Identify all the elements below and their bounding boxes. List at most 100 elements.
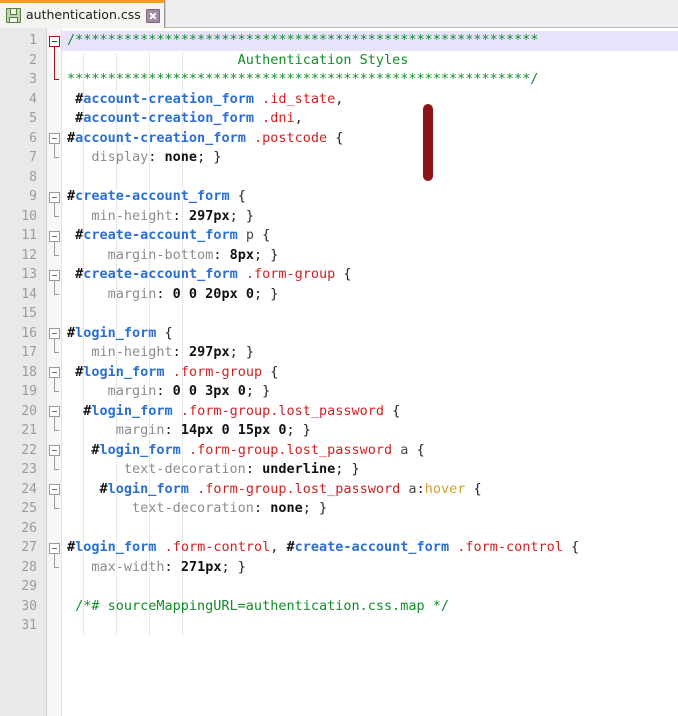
code-line[interactable]: text-decoration: none; } [62, 499, 678, 519]
fold-cell[interactable] [47, 206, 61, 227]
code-line[interactable]: #login_form .form-group { [62, 363, 678, 383]
close-icon[interactable] [145, 8, 160, 23]
code-line[interactable] [62, 616, 678, 636]
fold-cell[interactable] [47, 382, 61, 402]
code-token-punct: ; } [253, 246, 279, 263]
code-folding-column[interactable] [47, 28, 62, 716]
fold-cell[interactable] [47, 324, 61, 343]
fold-collapse-icon[interactable] [49, 406, 60, 417]
fold-cell[interactable] [47, 148, 61, 168]
fold-collapse-icon[interactable] [49, 133, 60, 144]
fold-collapse-icon[interactable] [49, 191, 60, 203]
line-number: 10 [21, 208, 37, 224]
fold-cell[interactable] [47, 187, 61, 207]
code-line[interactable]: #account-creation_form .id_state, [62, 90, 678, 110]
code-token-id: login_form [75, 324, 157, 341]
code-token-pseudo: hover [424, 480, 466, 497]
code-line[interactable]: Authentication Styles [62, 51, 678, 71]
code-token-punct [67, 227, 75, 243]
code-token-comment: Authentication Styles [67, 51, 409, 68]
fold-guide-line [54, 338, 55, 343]
code-token-punct: ; } [245, 383, 271, 399]
code-token-elem: a [400, 441, 409, 458]
code-token-punct [173, 403, 181, 419]
code-line[interactable]: text-decoration: underline; } [62, 460, 678, 480]
fold-cell[interactable] [47, 343, 61, 363]
code-token-prop: text-decoration [67, 500, 254, 516]
code-line[interactable] [62, 304, 678, 324]
code-line[interactable]: #login_form .form-control, #create-accou… [62, 538, 678, 558]
code-line[interactable]: #login_form .form-group.lost_password a … [62, 441, 678, 461]
fold-cell[interactable] [47, 363, 61, 382]
code-line[interactable]: max-width: 271px; } [62, 558, 678, 578]
code-token-prop: text-decoration [67, 461, 246, 477]
fold-cell[interactable] [47, 538, 61, 558]
fold-cell[interactable] [47, 129, 61, 148]
code-line[interactable]: display: none; } [62, 148, 678, 168]
tab-authentication-css[interactable]: authentication.css [0, 0, 165, 28]
fold-cell[interactable] [47, 265, 61, 285]
code-token-class: .form-group.lost_password [180, 402, 385, 419]
code-token-punct: : [213, 246, 230, 263]
code-token-punct [238, 227, 246, 243]
fold-cell[interactable] [47, 460, 61, 480]
code-token-id: create-account_form [83, 227, 238, 243]
code-line[interactable]: margin: 0 0 3px 0; } [62, 382, 678, 402]
code-token-hash: # [75, 90, 84, 107]
code-line[interactable] [62, 519, 678, 539]
code-line[interactable] [62, 168, 678, 188]
code-token-id: account-creation_form [83, 90, 254, 107]
code-line[interactable]: min-height: 297px; } [62, 343, 678, 363]
code-token-punct: { [229, 188, 246, 204]
code-line[interactable]: /*# sourceMappingURL=authentication.css.… [62, 597, 678, 617]
code-line[interactable]: /***************************************… [62, 31, 678, 51]
fold-cell[interactable] [47, 284, 61, 305]
code-token-hash: # [286, 539, 295, 555]
fold-collapse-icon[interactable] [49, 269, 60, 281]
code-token-hash: # [83, 402, 92, 419]
fold-collapse-icon[interactable] [49, 328, 60, 339]
code-line[interactable]: #create-account_form .form-group { [62, 265, 678, 285]
fold-cell[interactable] [47, 245, 61, 266]
code-token-value: 297px [188, 344, 230, 360]
code-line[interactable] [62, 577, 678, 597]
fold-cell[interactable] [47, 402, 61, 421]
code-token-hash: # [75, 227, 84, 243]
code-line[interactable]: margin-bottom: 8px; } [62, 246, 678, 266]
fold-cell[interactable] [47, 31, 61, 51]
fold-collapse-icon[interactable] [49, 35, 60, 47]
code-token-punct [449, 539, 457, 555]
fold-cell[interactable] [47, 557, 61, 578]
fold-collapse-icon[interactable] [49, 367, 60, 378]
code-line[interactable]: #create-account_form p { [62, 226, 678, 246]
code-token-hash: # [99, 480, 108, 497]
code-token-punct [156, 539, 164, 555]
code-line[interactable]: #create-account_form { [62, 187, 678, 207]
code-line[interactable]: #login_form .form-group.lost_password a:… [62, 480, 678, 500]
code-token-hash: # [91, 441, 100, 458]
code-line[interactable]: ****************************************… [62, 70, 678, 90]
code-line[interactable]: #login_form { [62, 324, 678, 344]
fold-collapse-icon[interactable] [49, 445, 60, 456]
code-line[interactable]: min-height: 297px; } [62, 207, 678, 227]
code-content[interactable]: /***************************************… [62, 28, 678, 716]
fold-cell[interactable] [47, 499, 61, 519]
fold-cell[interactable] [47, 421, 61, 441]
code-token-punct [181, 442, 189, 458]
fold-collapse-icon[interactable] [49, 484, 60, 495]
code-token-hash: # [75, 266, 84, 282]
fold-cell[interactable] [47, 70, 61, 90]
fold-cell[interactable] [47, 441, 61, 460]
code-line[interactable]: #login_form .form-group.lost_password { [62, 402, 678, 422]
code-line[interactable]: #account-creation_form .dni, [62, 109, 678, 129]
fold-guide-line [54, 241, 55, 246]
fold-cell[interactable] [47, 480, 61, 499]
fold-collapse-icon[interactable] [49, 230, 60, 242]
fold-collapse-icon[interactable] [49, 542, 60, 554]
code-line[interactable]: #account-creation_form .postcode { [62, 129, 678, 149]
code-line[interactable]: margin: 0 0 20px 0; } [62, 285, 678, 305]
code-token-id: account-creation_form [83, 110, 254, 126]
fold-cell[interactable] [47, 226, 61, 246]
code-token-prop: max-width [67, 558, 165, 575]
code-line[interactable]: margin: 14px 0 15px 0; } [62, 421, 678, 441]
